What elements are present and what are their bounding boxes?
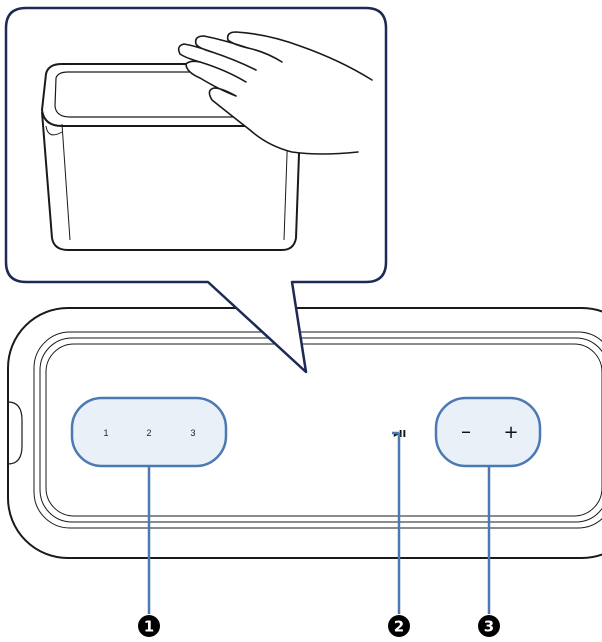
callout-badge-3: 3	[478, 615, 500, 637]
preset-button-3[interactable]: 3	[190, 428, 195, 438]
volume-up-button[interactable]: +	[503, 422, 518, 443]
callout-badge-1: 1	[138, 615, 160, 637]
callout-number-3: 3	[484, 618, 494, 636]
preset-button-2[interactable]: 2	[146, 428, 151, 438]
callout-number-1: 1	[144, 618, 154, 636]
callout-number-2: 2	[394, 618, 404, 636]
volume-down-button[interactable]: –	[461, 419, 471, 443]
callout-badge-2: 2	[388, 615, 410, 637]
leader-line-2	[392, 433, 399, 614]
volume-buttons-group	[436, 398, 540, 466]
preset-button-1[interactable]: 1	[103, 428, 108, 438]
